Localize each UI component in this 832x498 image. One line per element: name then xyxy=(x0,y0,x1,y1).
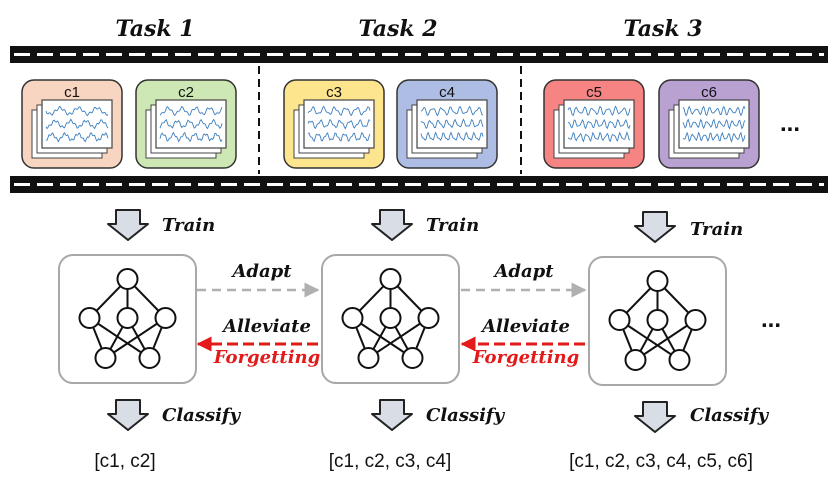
alleviate-label-1: Alleviate xyxy=(221,316,311,337)
class-label-c3: c3 xyxy=(326,84,342,101)
alleviate-label-2: Alleviate xyxy=(480,316,570,337)
class-label-c1: c1 xyxy=(64,84,80,101)
forgetting-label-1: Forgetting xyxy=(213,347,320,368)
class-card-c1: c1 xyxy=(21,79,123,169)
task-title-3: Task 3 xyxy=(623,16,702,42)
class-card-c2: c2 xyxy=(135,79,237,169)
road-top xyxy=(10,46,828,63)
ellipsis-models: ... xyxy=(761,306,781,333)
network-model-2 xyxy=(321,254,460,384)
task-title-2: Task 2 xyxy=(358,16,437,42)
train-arrows xyxy=(107,209,676,243)
train-arrow-3 xyxy=(634,211,676,243)
classify-label-3: Classify xyxy=(690,405,770,426)
ellipsis-classes: ... xyxy=(780,110,800,137)
train-label-1: Train xyxy=(162,215,215,236)
road-bottom xyxy=(10,176,828,193)
class-label-c6: c6 xyxy=(701,84,717,101)
result-task-1: [c1, c2] xyxy=(94,451,155,472)
class-card-c4: c4 xyxy=(396,79,498,169)
train-label-3: Train xyxy=(690,219,743,240)
classify-arrows xyxy=(107,399,676,433)
network-models xyxy=(58,254,727,386)
classify-label-1: Classify xyxy=(162,405,242,426)
class-label-c4: c4 xyxy=(439,84,455,101)
class-label-c2: c2 xyxy=(178,84,194,101)
adapt-label-1: Adapt xyxy=(230,261,292,282)
network-model-1 xyxy=(58,254,197,384)
classify-arrow-1 xyxy=(107,399,149,431)
forgetting-label-2: Forgetting xyxy=(472,347,579,368)
classify-label-2: Classify xyxy=(426,405,506,426)
classify-arrow-2 xyxy=(371,399,413,431)
class-card-c3: c3 xyxy=(283,79,385,169)
class-card-c6: c6 xyxy=(658,79,760,169)
result-task-2: [c1, c2, c3, c4] xyxy=(329,451,452,472)
train-arrow-1 xyxy=(107,209,149,241)
class-cards: c1 c2 c3 c4 c5 c6 xyxy=(21,79,760,169)
network-model-3 xyxy=(588,256,727,386)
task-title-1: Task 1 xyxy=(115,16,194,42)
result-task-3: [c1, c2, c3, c4, c5, c6] xyxy=(569,451,753,472)
train-arrow-2 xyxy=(371,209,413,241)
class-card-c5: c5 xyxy=(543,79,645,169)
class-label-c5: c5 xyxy=(586,84,602,101)
adapt-label-2: Adapt xyxy=(492,261,554,282)
classify-arrow-3 xyxy=(634,401,676,433)
train-label-2: Train xyxy=(426,215,479,236)
